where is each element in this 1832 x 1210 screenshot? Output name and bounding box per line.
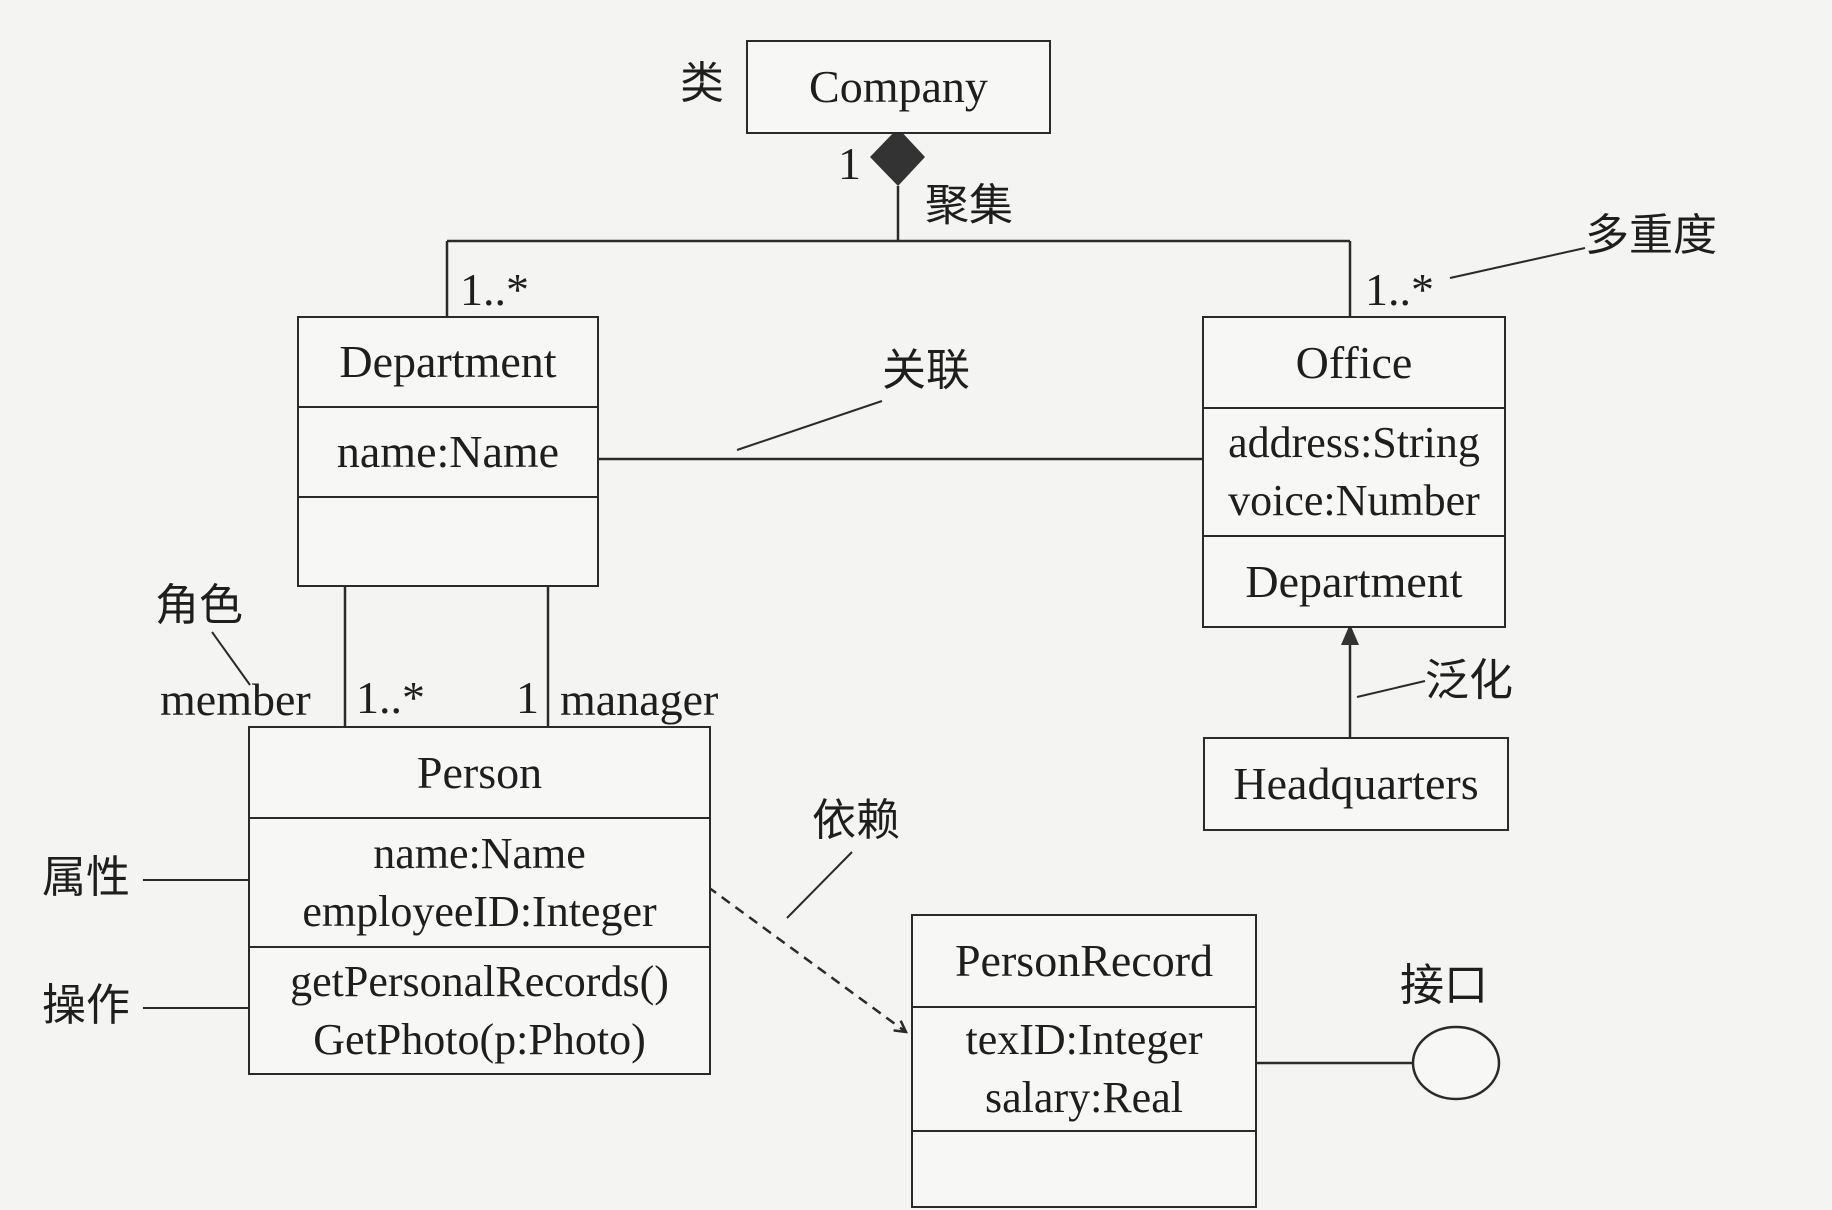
annotation-multiplicity: 多重度 (1585, 210, 1717, 261)
interface-circle (1411, 1025, 1501, 1101)
class-office-attribute: address:String (1228, 418, 1480, 467)
multiplicity-company: 1 (838, 138, 861, 189)
class-person-operation: getPersonalRecords() (290, 956, 669, 1006)
class-department-attribute: name:Name (336, 426, 560, 477)
annotation-generalization: 泛化 (1425, 655, 1513, 706)
multiplicity-department: 1..* (460, 264, 529, 315)
class-department[interactable]: Department name:Name (297, 316, 599, 587)
annotation-aggregation: 聚集 (925, 180, 1013, 231)
class-headquarters-name: Headquarters (1233, 758, 1479, 809)
class-person-record[interactable]: PersonRecord texID:Integer salary:Real (911, 914, 1257, 1208)
class-person-attribute: employeeID:Integer (302, 886, 657, 936)
annotation-association: 关联 (882, 345, 970, 396)
generalization-arrowhead (1341, 624, 1359, 645)
class-person-record-name: PersonRecord (954, 935, 1214, 986)
multiplicity-office: 1..* (1365, 264, 1434, 315)
annotation-dependency: 依赖 (812, 795, 900, 846)
multiplicity-member: 1..* (356, 672, 425, 723)
class-company[interactable]: Company (746, 40, 1051, 134)
class-office-name: Office (1295, 336, 1413, 388)
class-office-attribute: voice:Number (1228, 476, 1480, 525)
annotation-attribute: 属性 (42, 852, 130, 903)
role-member: member (160, 674, 311, 725)
annotation-operation: 操作 (42, 980, 130, 1031)
class-headquarters[interactable]: Headquarters (1203, 737, 1509, 831)
class-person-record-attribute: salary:Real (985, 1073, 1183, 1122)
annotation-class: 类 (680, 58, 724, 109)
association-leader (736, 400, 883, 451)
multiplicity-leader (1449, 247, 1586, 279)
dependency-leader (786, 851, 853, 919)
role-manager: manager (560, 674, 719, 725)
class-person[interactable]: Person name:Name employeeID:Integer getP… (248, 726, 711, 1075)
class-person-name: Person (416, 746, 543, 798)
class-office-operation: Department (1245, 555, 1463, 607)
class-department-name: Department (339, 336, 557, 387)
aggregation-diamond (870, 128, 925, 186)
role-leader (211, 631, 251, 686)
class-person-operation: GetPhoto(p:Photo) (313, 1014, 646, 1064)
class-department-operations (299, 496, 597, 585)
multiplicity-manager: 1 (516, 672, 539, 723)
dependency-line (707, 885, 906, 1032)
class-office[interactable]: Office address:String voice:Number Depar… (1202, 316, 1506, 628)
generalization-leader (1356, 680, 1426, 698)
class-person-record-operations (913, 1130, 1255, 1206)
class-company-name: Company (809, 61, 988, 112)
annotation-interface: 接口 (1400, 960, 1488, 1011)
class-person-record-attribute: texID:Integer (965, 1015, 1203, 1064)
class-person-attribute: name:Name (373, 828, 586, 878)
annotation-role: 角色 (155, 580, 243, 631)
